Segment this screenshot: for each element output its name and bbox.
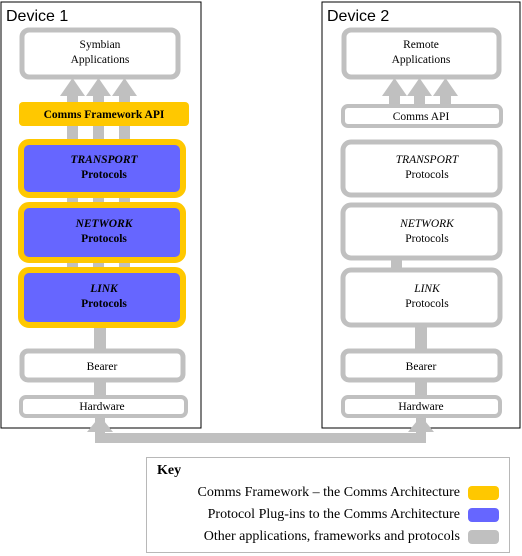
device1-link-label: LINK [89,283,119,295]
device2-bearer-box [340,348,503,383]
legend-item-comms-framework: Comms Framework – the Comms Architecture [198,483,499,503]
device2-link-label: LINK [413,283,441,295]
device2-applications-line2: Applications [392,54,451,66]
device2-upward-arrowheads [382,78,458,96]
device1-title: Device 1 [6,8,68,25]
device2-link-box [340,267,503,328]
legend-swatch-blue [468,508,499,522]
device2-transport-box [340,139,503,198]
device2-network-box [340,202,503,261]
device1-applications-box [19,27,181,80]
device1-bearer-label: Bearer [87,361,118,373]
device2-transport-sublabel: Protocols [405,169,449,181]
device2-applications-line1: Remote [403,39,439,51]
device2-comms-api-label: Comms API [393,111,450,123]
device2-stack: Remote Applications Comms API TRANSPORT … [340,27,503,418]
device1-network-sublabel: Protocols [81,233,127,245]
legend: Key Comms Framework – the Comms Architec… [146,457,510,553]
device1-network-box [18,202,186,263]
device2-transport-label: TRANSPORT [396,154,460,166]
device1-transport-box [18,139,186,198]
legend-title: Key [157,463,182,478]
legend-label: Protocol Plug-ins to the Comms Architect… [207,507,460,522]
device1-transport-label: TRANSPORT [70,154,138,166]
device1-transport-sublabel: Protocols [81,169,127,181]
hardware-link-connector [87,415,434,443]
legend-item-protocol-plugins: Protocol Plug-ins to the Comms Architect… [208,505,499,525]
device2-hardware-label: Hardware [398,401,443,413]
device2-applications-box [341,27,502,80]
device2-link-sublabel: Protocols [405,298,449,310]
device1-link-sublabel: Protocols [81,298,127,310]
device2-network-sublabel: Protocols [405,233,449,245]
device1-hardware-label: Hardware [79,401,124,413]
legend-label: Comms Framework – the Comms Architecture [197,485,460,500]
device2-bearer-label: Bearer [406,361,437,373]
device1-applications-line2: Applications [71,54,130,66]
device1-link-box [18,267,186,328]
legend-swatch-yellow [468,486,499,500]
device1-network-label: NETWORK [75,218,134,230]
device1-bearer-box [19,348,186,383]
legend-swatch-gray [468,530,499,544]
device2-network-label: NETWORK [399,218,455,230]
device1-stack: Symbian Applications Comms Framework API… [18,27,189,418]
legend-item-other: Other applications, frameworks and proto… [204,527,499,547]
device1-upward-arrowheads [60,78,137,96]
legend-label: Other applications, frameworks and proto… [203,529,460,544]
device1-comms-framework-api-label: Comms Framework API [44,109,165,121]
device1-applications-line1: Symbian [80,39,121,51]
device2-comms-api-box [341,104,503,128]
device2-title: Device 2 [327,8,389,25]
device1-comms-framework-api-box [19,102,189,126]
